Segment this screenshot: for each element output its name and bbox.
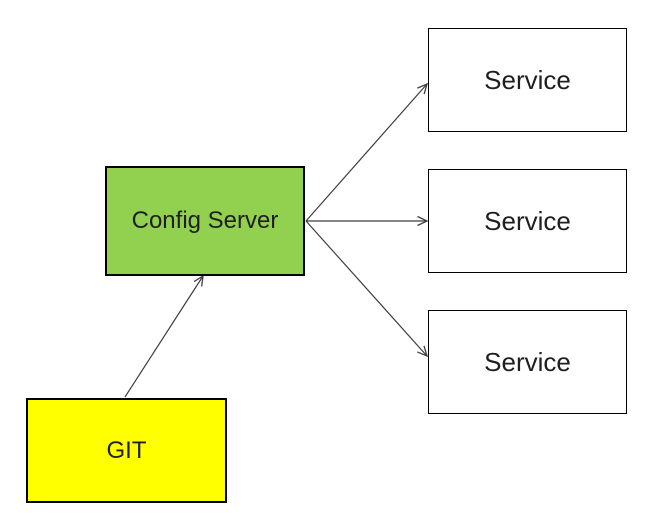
- edge-config-server-to-service-3: [305, 220, 429, 358]
- node-service-1: Service: [428, 28, 627, 132]
- edge-git-to-config-server: [124, 274, 204, 398]
- node-config-server: Config Server: [105, 166, 305, 276]
- edge-config-server-to-service-1: [305, 82, 429, 222]
- node-service-2: Service: [428, 169, 627, 273]
- node-git: GIT: [26, 398, 227, 503]
- node-service-2-label: Service: [484, 206, 571, 236]
- node-config-server-label: Config Server: [131, 207, 279, 234]
- node-service-3: Service: [428, 310, 627, 414]
- node-service-3-label: Service: [484, 347, 571, 377]
- node-git-label: GIT: [106, 436, 147, 464]
- node-service-1-label: Service: [484, 65, 571, 95]
